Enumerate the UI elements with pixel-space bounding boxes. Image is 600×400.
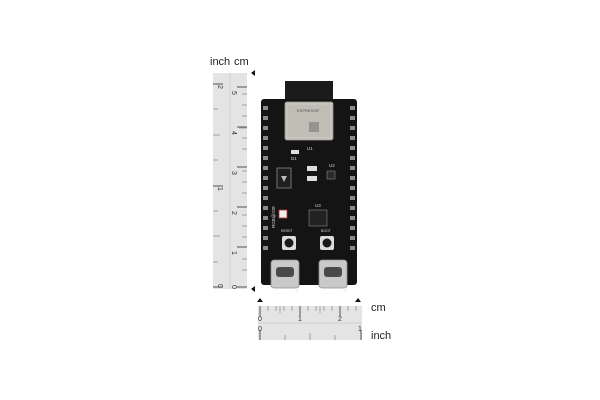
inch-tick-label-2: 2 — [216, 85, 223, 89]
cm-tick-label-1: 1 — [230, 251, 237, 255]
cm-tick-label-3: 3 — [230, 171, 237, 175]
h-cm-tick-label-0: 0 — [258, 316, 262, 323]
module-logo: ESPRESSIF — [297, 108, 320, 113]
label-boot: BOOT — [321, 229, 332, 233]
horizontal-ruler: 0 1 2 0 1 — [257, 298, 362, 340]
left-pin-pads — [263, 106, 268, 250]
smd-diode-1 — [307, 166, 317, 171]
smd-component — [291, 150, 299, 154]
label-rgb: RGB@IO8 — [271, 206, 276, 228]
vertical-ruler: 5 4 3 2 1 0 2 1 0 — [213, 70, 255, 292]
label-reset: RESET — [281, 229, 294, 233]
inch-tick-label-0: 0 — [216, 284, 223, 288]
dev-board-photo: ESPRESSIF U1 U2 U3 D1 RGB@IO8 RESET BOOT… — [261, 81, 357, 293]
h-inch-tick-label-1: 1 — [358, 326, 362, 333]
module-qr-code — [309, 122, 319, 132]
vertical-ruler-cm-unit: cm — [234, 56, 249, 68]
ruler-right-marker — [355, 298, 361, 302]
label-j3: J3 — [343, 289, 347, 293]
ruler-bottom-marker — [251, 286, 255, 292]
horizontal-ruler-inch-unit: inch — [371, 330, 392, 342]
cm-tick-label-0: 0 — [230, 285, 237, 289]
smd-diode-2 — [307, 176, 317, 181]
label-j2: J2 — [295, 289, 299, 293]
right-pin-pads — [350, 106, 355, 250]
cm-tick-label-5: 5 — [230, 91, 237, 95]
pin-header — [285, 81, 333, 103]
h-cm-tick-label-1: 1 — [298, 316, 302, 323]
vertical-ruler-inch-unit: inch — [210, 56, 231, 68]
h-cm-tick-label-2: 2 — [338, 316, 342, 323]
cm-tick-label-4: 4 — [230, 131, 237, 135]
inch-tick-label-1: 1 — [216, 187, 223, 191]
cm-tick-label-2: 2 — [230, 211, 237, 215]
label-u2: U2 — [329, 163, 335, 168]
label-u3: U3 — [315, 203, 321, 208]
rgb-led — [278, 209, 288, 219]
usb-uart-chip — [308, 209, 328, 227]
label-u1: U1 — [307, 146, 313, 151]
h-inch-tick-label-0: 0 — [258, 326, 262, 333]
label-d1: D1 — [291, 156, 297, 161]
horizontal-ruler-cm-unit: cm — [371, 302, 386, 314]
ic-u2 — [326, 170, 336, 180]
ruler-top-marker — [251, 70, 255, 76]
ruler-left-marker — [257, 298, 263, 302]
